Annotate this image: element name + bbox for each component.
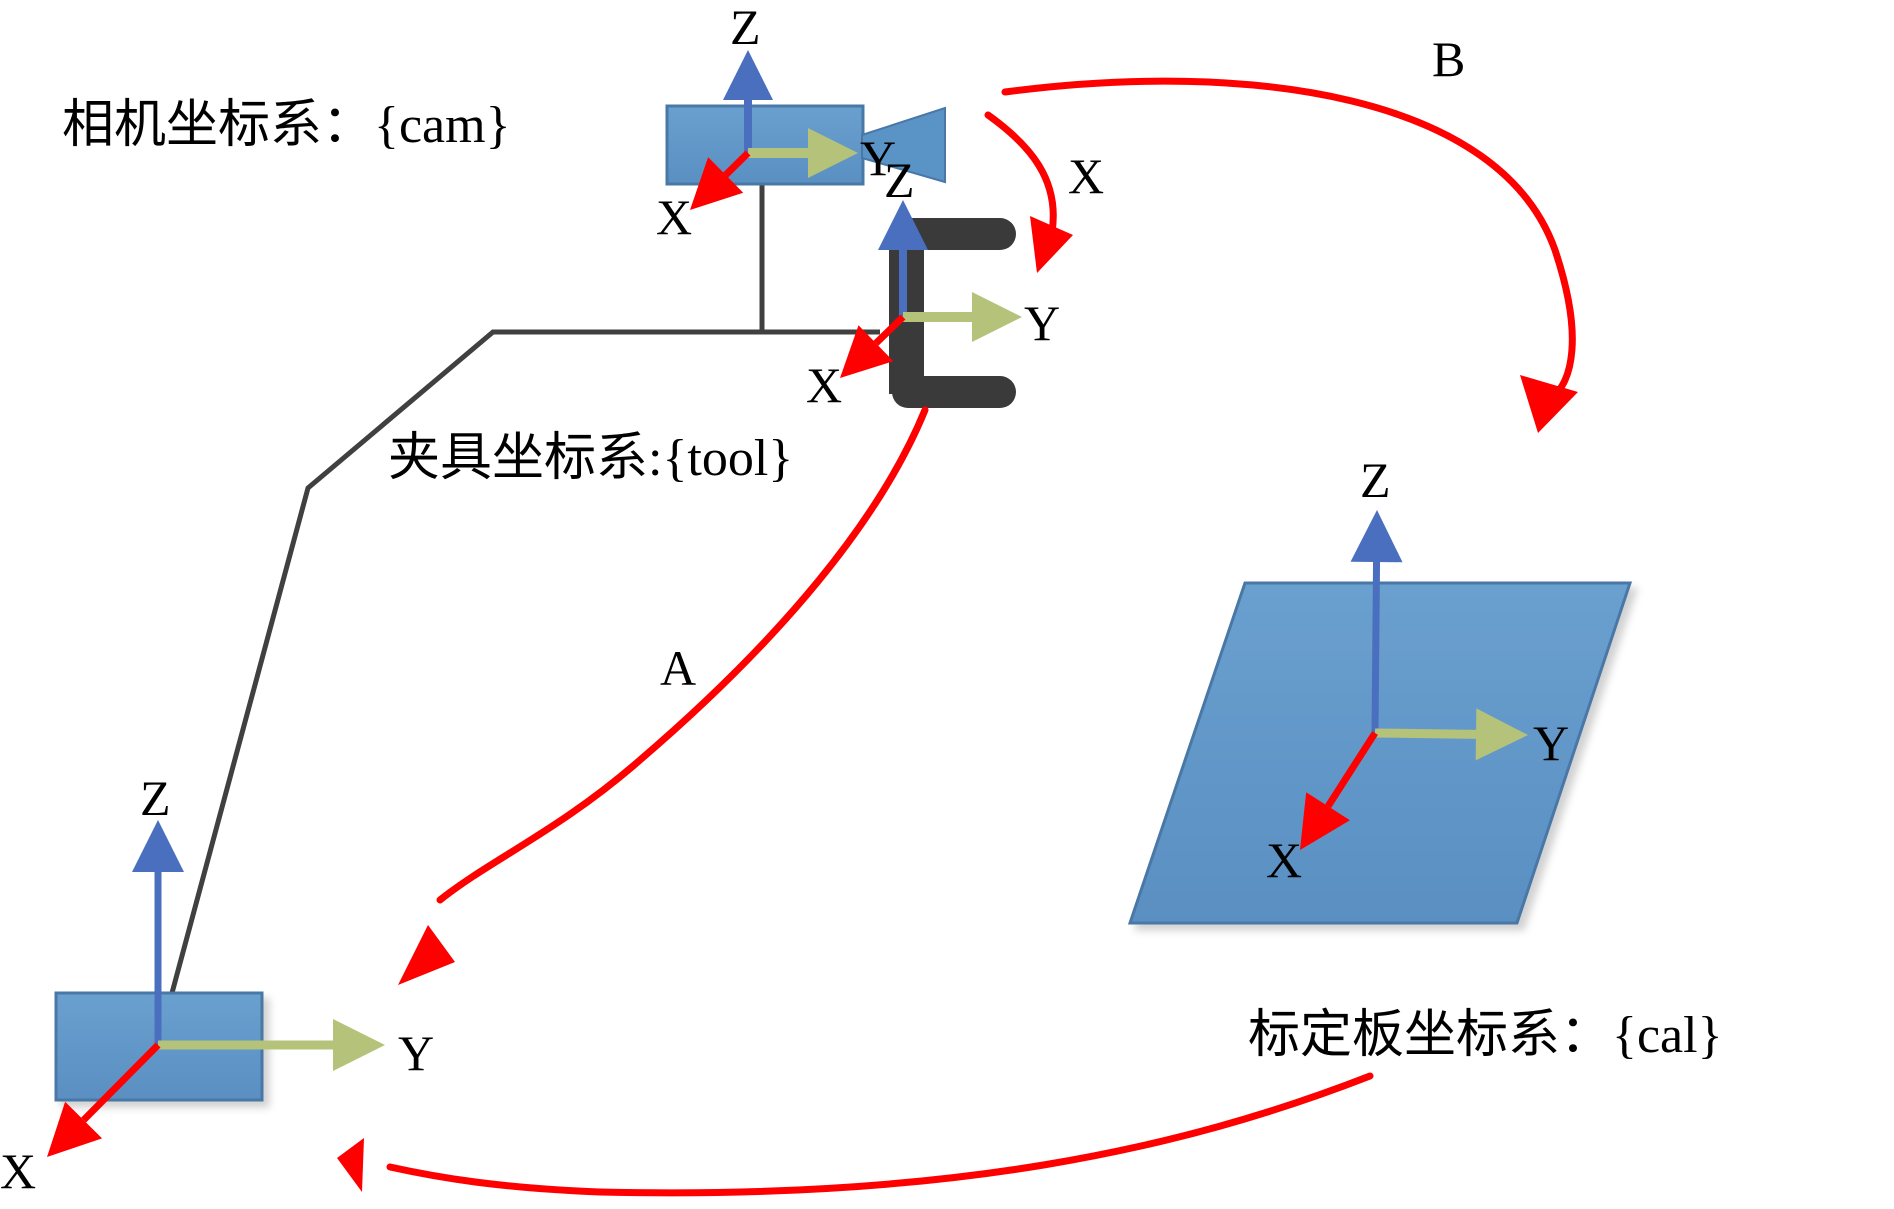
- transform-arrow-b: [1001, 77, 1576, 399]
- cam-y-axis-head: [808, 128, 858, 178]
- cam-z-axis-arrow: [723, 50, 773, 153]
- cal-x-axis-arrow: [1300, 731, 1378, 850]
- cal-z-axis-arrow: [1350, 510, 1403, 734]
- transform-label-x: X: [1068, 148, 1104, 204]
- transform-arrow-a-head: [398, 925, 455, 985]
- cal-x-axis-head: [1300, 792, 1350, 850]
- tool-x-axis-arrow: [840, 314, 906, 378]
- axes-layer: [47, 50, 1528, 1157]
- tool-z-label: Z: [884, 152, 915, 208]
- cal-y-axis-arrow: [1374, 708, 1528, 761]
- cam-y-label: Y: [860, 130, 896, 186]
- cal-z-axis-shaft: [1371, 561, 1381, 734]
- cal-x-axis-shaft: [1325, 731, 1378, 809]
- base-y-label: Y: [398, 1025, 434, 1081]
- arm-link: [169, 329, 880, 994]
- cam-z-label: Z: [730, 0, 761, 55]
- transform-arrow-bottom-head: [337, 1138, 364, 1192]
- cal-y-label: Y: [1533, 715, 1569, 771]
- transform-arrow-x: [984, 111, 1057, 236]
- cal-z-axis-head: [1350, 510, 1403, 563]
- cam-z-axis-head: [723, 50, 773, 100]
- transform-label-b: B: [1432, 31, 1465, 87]
- base-z-axis-head: [132, 820, 184, 872]
- base-y-axis-arrow: [158, 1019, 385, 1071]
- cal-y-axis-shaft: [1374, 728, 1477, 739]
- camera-lens: [861, 106, 946, 184]
- base-x-axis-arrow: [47, 1042, 161, 1157]
- tool-x-label: X: [806, 357, 842, 413]
- cam-x-axis-head: [690, 157, 744, 210]
- base-x-axis-shaft: [81, 1042, 161, 1123]
- tool-z-axis-arrow: [878, 200, 928, 317]
- cam-frame-label: 相机坐标系：{cam}: [62, 97, 511, 154]
- labels: 相机坐标系：{cam} 夹具坐标系:{tool} 标定板坐标系：{cal} A …: [0, 0, 1723, 1199]
- cam-x-axis-arrow: [690, 150, 751, 210]
- tool-x-axis-shaft: [873, 314, 906, 346]
- calibration-plate: [1127, 581, 1633, 925]
- tool-z-axis-head: [878, 200, 928, 250]
- tool-x-axis-head: [840, 325, 894, 378]
- base-z-axis-arrow: [132, 820, 184, 1045]
- base-x-axis-head: [47, 1101, 103, 1157]
- transform-arrows: [337, 77, 1578, 1197]
- transform-arrow-a: [436, 406, 929, 904]
- robot-arm: [169, 185, 880, 994]
- cal-frame-label: 标定板坐标系：{cal}: [1248, 1007, 1723, 1064]
- tool-y-axis-head: [972, 292, 1022, 342]
- tool-y-label: Y: [1024, 295, 1060, 351]
- tool-y-axis-arrow: [903, 292, 1022, 342]
- base-x-label: X: [0, 1143, 36, 1199]
- cal-y-axis-head: [1475, 708, 1528, 761]
- cam-y-axis-arrow: [748, 128, 858, 178]
- transform-arrow-bottom: [386, 1072, 1374, 1197]
- transform-arrow-x-head: [1030, 216, 1073, 273]
- cal-z-label: Z: [1360, 452, 1391, 508]
- base-y-axis-head: [333, 1019, 385, 1071]
- cam-x-axis-shaft: [723, 150, 751, 178]
- tool-frame-label: 夹具坐标系:{tool}: [388, 430, 793, 487]
- transform-label-a: A: [660, 640, 696, 696]
- cam-x-label: X: [656, 189, 692, 245]
- cal-x-label: X: [1266, 832, 1302, 888]
- transform-arrow-b-head: [1520, 375, 1578, 433]
- base-z-label: Z: [140, 770, 171, 826]
